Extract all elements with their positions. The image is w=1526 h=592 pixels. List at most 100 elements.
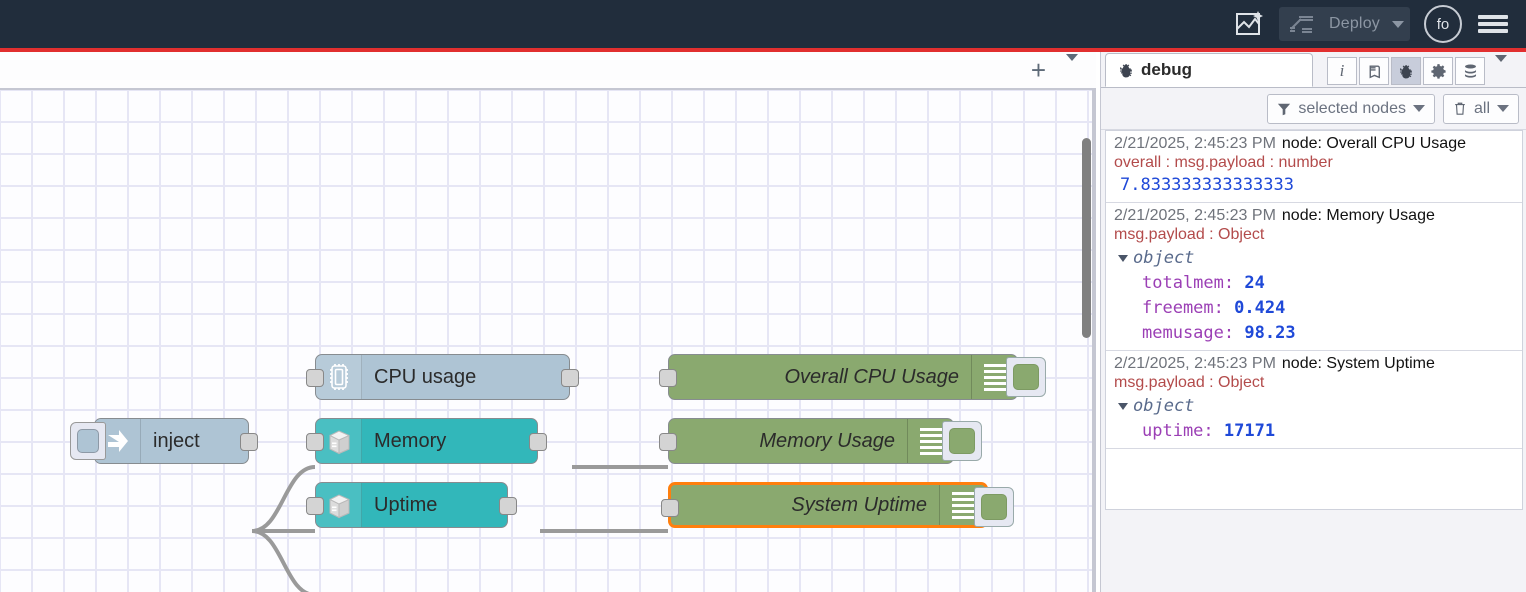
- app-header: Deploy fo: [0, 0, 1526, 48]
- node-output-port[interactable]: [529, 433, 547, 451]
- deploy-pending-indicator: [0, 48, 1526, 52]
- debug-filter-button[interactable]: selected nodes: [1267, 93, 1435, 124]
- debug-clear-chevron-down-icon[interactable]: [1497, 105, 1509, 112]
- wire-layer: [251, 465, 668, 592]
- debug-message-topic: msg.payload : Object: [1114, 226, 1265, 243]
- debug-enable-inner: [981, 494, 1007, 520]
- debug-enable-button[interactable]: [942, 421, 982, 461]
- debug-property-value: 0.424: [1234, 298, 1286, 318]
- flow-node-label: System Uptime: [791, 493, 927, 516]
- deploy-label: Deploy: [1328, 15, 1380, 32]
- node-input-port[interactable]: [659, 369, 677, 387]
- flow-generate-icon[interactable]: [1229, 4, 1269, 44]
- flow-node-cpu[interactable]: CPU usage: [306, 354, 579, 400]
- debug-message-source-node[interactable]: node: Overall CPU Usage: [1281, 135, 1466, 152]
- debug-toolbar: selected nodes all: [1101, 88, 1526, 130]
- add-flow-button[interactable]: +: [1030, 55, 1046, 85]
- bug-icon: [1118, 62, 1135, 79]
- node-input-port[interactable]: [661, 499, 679, 517]
- node-output-port[interactable]: [240, 433, 258, 451]
- avatar-initials: fo: [1436, 15, 1450, 33]
- wire-inject-uptime: [251, 529, 310, 592]
- info-icon[interactable]: i: [1327, 57, 1357, 85]
- node-input-port[interactable]: [659, 433, 677, 451]
- chevron-down-icon[interactable]: [1118, 402, 1128, 410]
- debug-enable-button[interactable]: [1006, 357, 1046, 397]
- flow-tab-bar: +: [0, 52, 1096, 90]
- node-input-port[interactable]: [306, 497, 324, 515]
- flow-node-uptime[interactable]: Uptime: [306, 482, 517, 528]
- cpu-chip-icon: [316, 355, 362, 399]
- hamburger-menu-icon[interactable]: [1476, 7, 1510, 41]
- flow-node-label: CPU usage: [374, 365, 477, 388]
- debug-enable-inner: [949, 428, 975, 454]
- debug-enable-inner: [1013, 364, 1039, 390]
- debug-property-key: uptime:: [1142, 421, 1214, 441]
- sidebar-more-chevron-down-icon[interactable]: [1495, 55, 1507, 80]
- flow-node-memory[interactable]: Memory: [306, 418, 547, 464]
- menu-bar: [1478, 29, 1508, 33]
- debug-lines-icon: [971, 355, 1017, 399]
- debug-property-value: 17171: [1223, 421, 1276, 441]
- flow-node-dbg-cpu[interactable]: Overall CPU Usage: [659, 354, 1046, 400]
- flow-node-inject[interactable]: inject: [70, 418, 258, 464]
- deploy-button[interactable]: Deploy: [1278, 7, 1410, 41]
- debug-message-source-node[interactable]: node: Memory Usage: [1281, 207, 1435, 224]
- flow-node-label: Memory Usage: [759, 429, 895, 452]
- node-input-port[interactable]: [306, 369, 324, 387]
- deploy-chevron-down-icon[interactable]: [1392, 20, 1404, 28]
- gear-icon[interactable]: [1423, 57, 1453, 85]
- bug-icon[interactable]: [1391, 57, 1421, 85]
- help-book-icon[interactable]: [1359, 57, 1389, 85]
- inject-trigger-button[interactable]: [70, 422, 106, 460]
- flow-tab-menu-chevron-down-icon[interactable]: [1060, 54, 1084, 79]
- avatar[interactable]: fo: [1424, 5, 1462, 43]
- flow-node-label: Memory: [374, 429, 447, 452]
- flow-node-label: Uptime: [374, 493, 438, 516]
- debug-object-root[interactable]: object: [1114, 248, 1514, 268]
- debug-object-root[interactable]: object: [1114, 396, 1514, 416]
- tab-debug[interactable]: debug: [1105, 53, 1313, 87]
- canvas-vertical-scrollbar[interactable]: [1082, 138, 1091, 338]
- inject-trigger-inner: [77, 429, 99, 453]
- menu-bar: [1478, 22, 1508, 26]
- node-output-port[interactable]: [561, 369, 579, 387]
- context-data-icon[interactable]: [1455, 57, 1485, 85]
- debug-message-topic: msg.payload : Object: [1114, 374, 1265, 391]
- sidebar: debug i: [1100, 52, 1526, 592]
- flow-node-dbg-upt[interactable]: System Uptime: [661, 482, 1014, 528]
- debug-property-key: freemem:: [1142, 298, 1224, 318]
- debug-filter-label: selected nodes: [1298, 99, 1406, 117]
- flow-node-label: Overall CPU Usage: [784, 365, 959, 388]
- flow-node-label: inject: [153, 429, 200, 452]
- chevron-down-icon[interactable]: [1118, 254, 1128, 262]
- trash-icon: [1453, 101, 1467, 116]
- debug-message-value: 7.833333333333333: [1120, 175, 1294, 195]
- flow-node-dbg-mem[interactable]: Memory Usage: [659, 418, 982, 464]
- sidebar-tab-bar: debug i: [1101, 52, 1526, 88]
- menu-bar: [1478, 15, 1508, 19]
- tab-debug-label: debug: [1141, 60, 1192, 79]
- node-input-port[interactable]: [306, 433, 324, 451]
- debug-object-property: totalmem: 24: [1114, 273, 1514, 293]
- filter-icon: [1277, 102, 1291, 116]
- canvas-edge-divider: [1092, 90, 1096, 592]
- node-output-port[interactable]: [499, 497, 517, 515]
- debug-filter-chevron-down-icon[interactable]: [1412, 105, 1425, 112]
- debug-object-property: memusage: 98.23: [1114, 323, 1514, 343]
- debug-enable-button[interactable]: [974, 487, 1014, 527]
- debug-clear-button[interactable]: all: [1442, 93, 1519, 124]
- debug-property-key: memusage:: [1142, 323, 1235, 343]
- debug-message-topic: overall : msg.payload : number: [1114, 154, 1333, 171]
- debug-message-source-node[interactable]: node: System Uptime: [1281, 355, 1435, 372]
- server-box-icon: [316, 483, 362, 527]
